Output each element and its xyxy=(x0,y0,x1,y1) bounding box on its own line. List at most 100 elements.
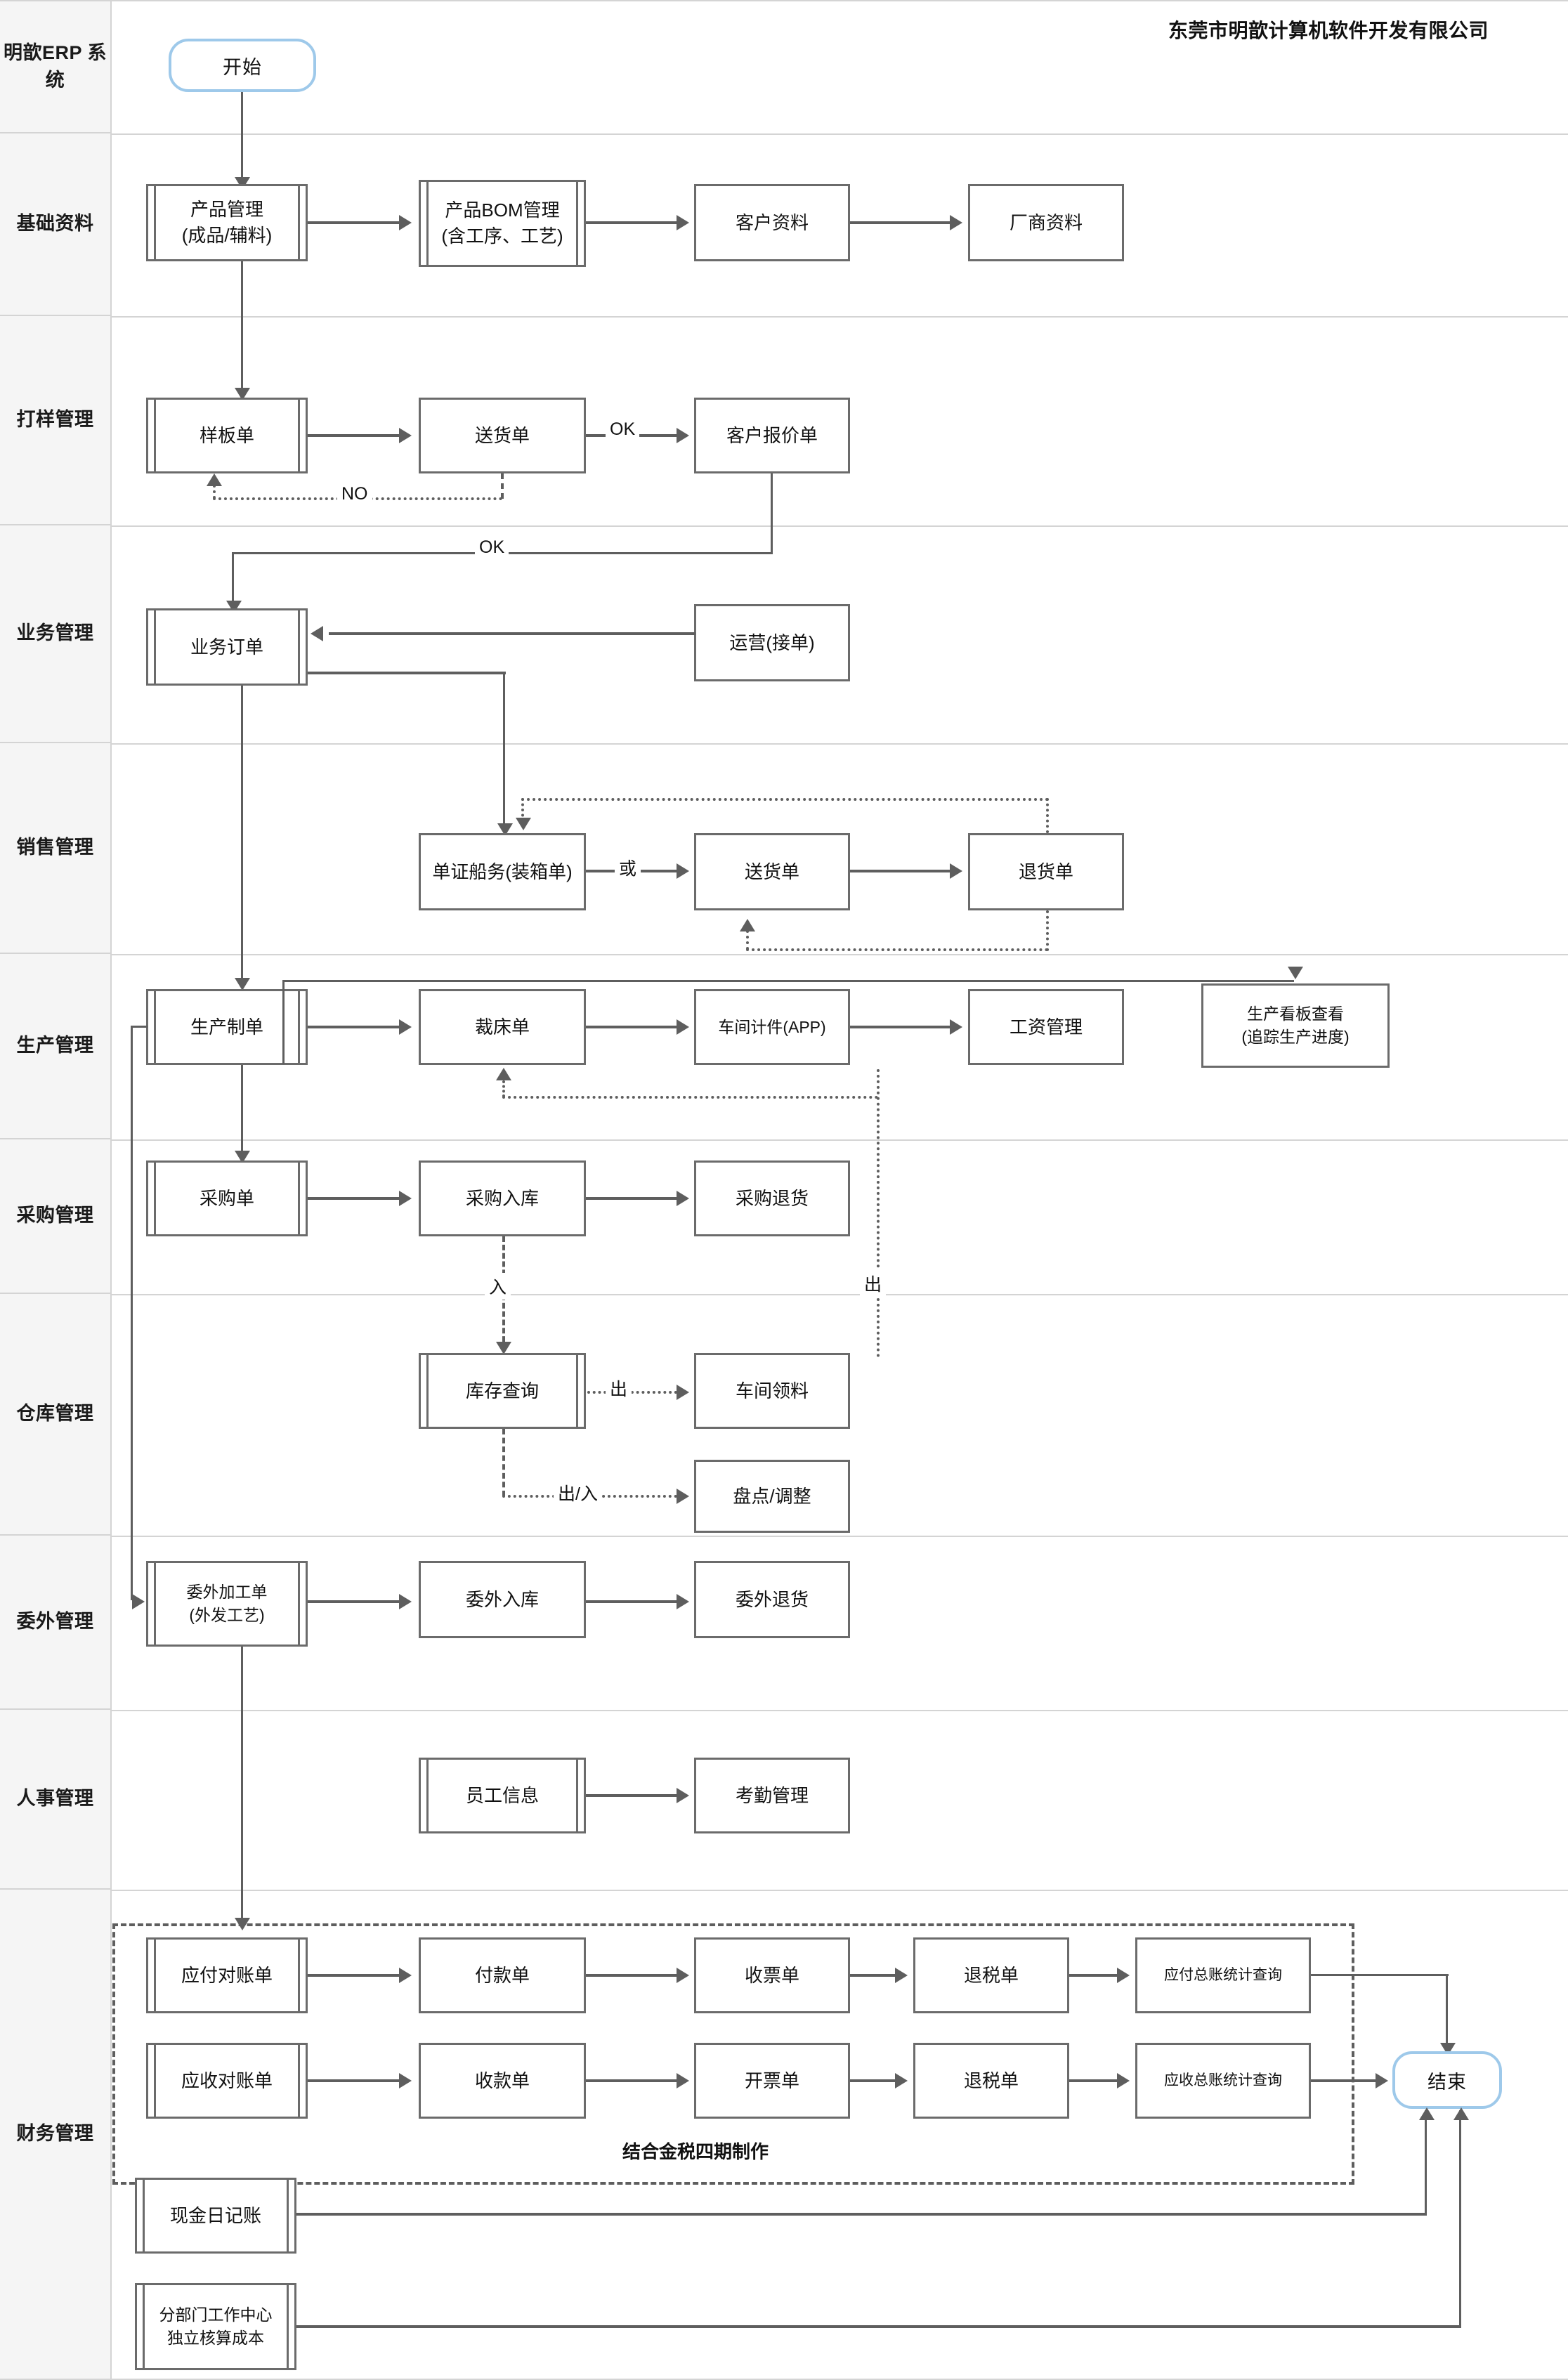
connector-no-loop-up xyxy=(213,485,216,499)
connector-workshoppick-to-cutting-v xyxy=(877,1069,880,1357)
connector-outsource-to-finance xyxy=(241,1647,243,1926)
arrowhead-up xyxy=(1419,2107,1435,2120)
connector-businessorder-down xyxy=(232,552,234,608)
arrowhead-right xyxy=(677,1019,689,1035)
arrowhead-right xyxy=(950,863,962,879)
node-ap-statement[interactable]: 应付对账单 xyxy=(146,1937,308,2013)
connector-deptcost-to-end-h xyxy=(296,2325,1461,2328)
connector-cashjournal-to-end-v xyxy=(1425,2110,1427,2214)
node-product-mgmt[interactable]: 产品管理 (成品/辅料) xyxy=(146,184,308,261)
end-terminator[interactable]: 结束 xyxy=(1392,2051,1502,2109)
node-bom-mgmt[interactable]: 产品BOM管理 (含工序、工艺) xyxy=(419,180,586,267)
connector-return-to-delivery-down xyxy=(1046,910,1049,951)
node-customer-data[interactable]: 客户资料 xyxy=(694,184,850,261)
node-stocktake-adjust[interactable]: 盘点/调整 xyxy=(694,1460,850,1533)
node-dept-cost-center[interactable]: 分部门工作中心 独立核算成本 xyxy=(135,2283,296,2370)
connector-return-to-docshipping-h xyxy=(521,798,1049,801)
node-receipt-invoice[interactable]: 收票单 xyxy=(694,1937,850,2013)
lane-divider xyxy=(112,1139,1568,1141)
node-outsource-return[interactable]: 委外退货 xyxy=(694,1561,850,1638)
edge-label-in-stock: 入 xyxy=(485,1273,511,1300)
finance-group-container xyxy=(112,1923,1354,2185)
node-outsource-in[interactable]: 委外入库 xyxy=(419,1561,586,1638)
connector-receive-to-issue xyxy=(586,2079,677,2082)
lane-divider xyxy=(112,0,1568,1)
connector-sampleorder-to-delivery xyxy=(308,434,400,437)
lane-label-system: 明歆ERP 系统 xyxy=(0,0,112,133)
connector-start-to-product xyxy=(241,92,243,183)
lane-divider xyxy=(112,525,1568,527)
connector-stock-down xyxy=(502,1429,505,1496)
connector-outsourceorder-to-in xyxy=(308,1600,400,1603)
node-outsource-order[interactable]: 委外加工单 (外发工艺) xyxy=(146,1561,308,1647)
arrowhead-right xyxy=(399,1191,412,1206)
lane-divider xyxy=(112,1710,1568,1711)
arrowhead-right xyxy=(399,1594,412,1609)
node-purchase-order[interactable]: 采购单 xyxy=(146,1160,308,1236)
node-operation-receive[interactable]: 运营(接单) xyxy=(694,604,850,681)
connector-outsource-to-production-v xyxy=(131,1026,133,1600)
edge-label-no: NO xyxy=(337,483,372,505)
node-ar-statement[interactable]: 应收对账单 xyxy=(146,2043,308,2119)
node-ar-ledger-query[interactable]: 应收总账统计查询 xyxy=(1135,2043,1311,2119)
arrowhead-right xyxy=(399,1019,412,1035)
node-sample-delivery[interactable]: 送货单 xyxy=(419,398,586,473)
connector-return-to-docshipping-up xyxy=(1046,798,1049,833)
node-attendance-mgmt[interactable]: 考勤管理 xyxy=(694,1758,850,1833)
edge-label-out-in: 出/入 xyxy=(554,1479,602,1506)
connector-product-to-bom xyxy=(308,221,400,224)
node-purchase-in[interactable]: 采购入库 xyxy=(419,1160,586,1236)
connector-production-board-rail xyxy=(282,980,1294,982)
node-customer-quote[interactable]: 客户报价单 xyxy=(694,398,850,473)
node-purchase-return[interactable]: 采购退货 xyxy=(694,1160,850,1236)
node-vendor-data[interactable]: 厂商资料 xyxy=(968,184,1124,261)
edge-label-ok-quote: OK xyxy=(606,419,640,440)
node-cash-journal[interactable]: 现金日记账 xyxy=(135,2178,296,2254)
node-stock-query[interactable]: 库存查询 xyxy=(419,1353,586,1429)
arrowhead-down xyxy=(496,1342,511,1354)
arrowhead-left xyxy=(311,626,323,641)
edge-label-or: 或 xyxy=(615,854,641,881)
connector-operation-to-businessorder xyxy=(329,632,695,635)
node-production-order[interactable]: 生产制单 xyxy=(146,989,308,1065)
node-doc-shipping[interactable]: 单证船务(装箱单) xyxy=(419,833,586,910)
node-issue-invoice[interactable]: 开票单 xyxy=(694,2043,850,2119)
node-business-order[interactable]: 业务订单 xyxy=(146,608,308,686)
connector-employee-to-attendance xyxy=(586,1794,677,1797)
arrowhead-up xyxy=(740,919,755,931)
arrowhead-right xyxy=(677,1385,689,1400)
node-workshop-piece[interactable]: 车间计件(APP) xyxy=(694,989,850,1065)
node-cutting-order[interactable]: 裁床单 xyxy=(419,989,586,1065)
connector-stock-to-workshoppick xyxy=(587,1391,677,1394)
connector-workshop-to-salary xyxy=(850,1026,950,1028)
node-tax-refund-ap[interactable]: 退税单 xyxy=(913,1937,1069,2013)
lane-label-produce: 生产管理 xyxy=(0,954,112,1139)
arrowhead-right xyxy=(677,1594,689,1609)
lane-divider xyxy=(112,2379,1568,2380)
node-workshop-pick[interactable]: 车间领料 xyxy=(694,1353,850,1429)
node-ap-ledger-query[interactable]: 应付总账统计查询 xyxy=(1135,1937,1311,2013)
arrowhead-right xyxy=(399,2073,412,2088)
node-salary-mgmt[interactable]: 工资管理 xyxy=(968,989,1124,1065)
start-terminator[interactable]: 开始 xyxy=(169,39,316,92)
node-production-board[interactable]: 生产看板查看 (追踪生产进度) xyxy=(1201,983,1390,1068)
connector-cashjournal-to-end-h xyxy=(296,2213,1427,2216)
edge-label-out-prod: 出 xyxy=(860,1270,887,1297)
arrowhead-right xyxy=(1376,2073,1388,2088)
arrowhead-right xyxy=(895,2073,908,2088)
node-sales-delivery[interactable]: 送货单 xyxy=(694,833,850,910)
connector-cutting-up xyxy=(502,1080,505,1097)
node-employee-info[interactable]: 员工信息 xyxy=(419,1758,586,1833)
node-tax-refund-ar[interactable]: 退税单 xyxy=(913,2043,1069,2119)
connector-customer-to-vendor xyxy=(850,221,950,224)
node-receive-order[interactable]: 收款单 xyxy=(419,2043,586,2119)
node-sales-return[interactable]: 退货单 xyxy=(968,833,1124,910)
arrowhead-up xyxy=(207,473,222,486)
connector-purchaseorder-to-in xyxy=(308,1197,400,1200)
connector-outsource-to-production-h xyxy=(131,1026,148,1028)
node-sample-order[interactable]: 样板单 xyxy=(146,398,308,473)
edge-label-ok-order: OK xyxy=(475,537,509,558)
lane-divider xyxy=(112,1536,1568,1537)
node-payment-order[interactable]: 付款单 xyxy=(419,1937,586,2013)
lane-divider xyxy=(112,316,1568,318)
